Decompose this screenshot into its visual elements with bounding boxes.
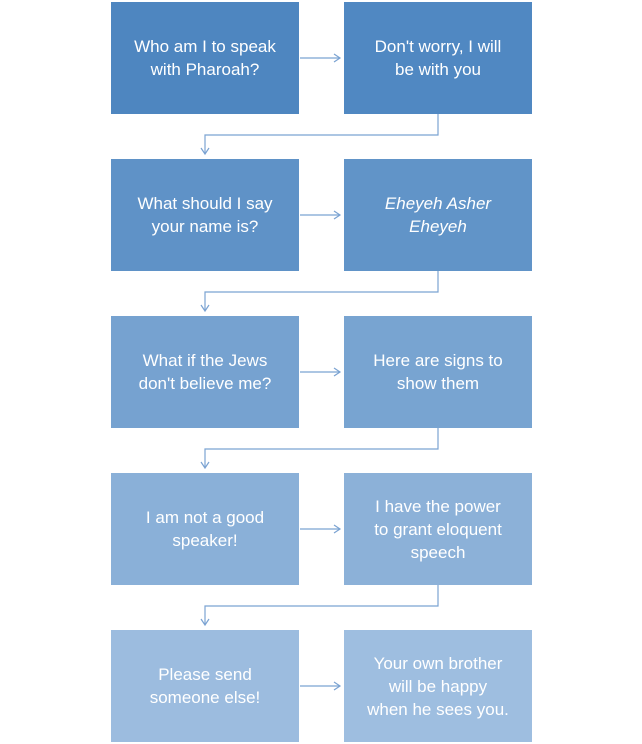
elbow-connector-1 xyxy=(200,114,439,156)
arrow-row-5 xyxy=(300,681,342,691)
arrow-row-4 xyxy=(300,524,342,534)
elbow-connector-2 xyxy=(200,271,439,313)
answer-box-2: Eheyeh Asher Eheyeh xyxy=(344,159,532,271)
answer-box-4: I have the power to grant eloquent speec… xyxy=(344,473,532,585)
question-box-2: What should I say your name is? xyxy=(111,159,299,271)
arrow-row-2 xyxy=(300,210,342,220)
answer-box-3: Here are signs to show them xyxy=(344,316,532,428)
answer-box-5: Your own brother will be happy when he s… xyxy=(344,630,532,742)
arrow-row-3 xyxy=(300,367,342,377)
elbow-connector-4 xyxy=(200,585,439,627)
answer-box-1: Don't worry, I will be with you xyxy=(344,2,532,114)
question-box-1: Who am I to speak with Pharoah? xyxy=(111,2,299,114)
question-box-4: I am not a good speaker! xyxy=(111,473,299,585)
elbow-connector-3 xyxy=(200,428,439,470)
arrow-row-1 xyxy=(300,53,342,63)
question-box-3: What if the Jews don't believe me? xyxy=(111,316,299,428)
question-box-5: Please send someone else! xyxy=(111,630,299,742)
